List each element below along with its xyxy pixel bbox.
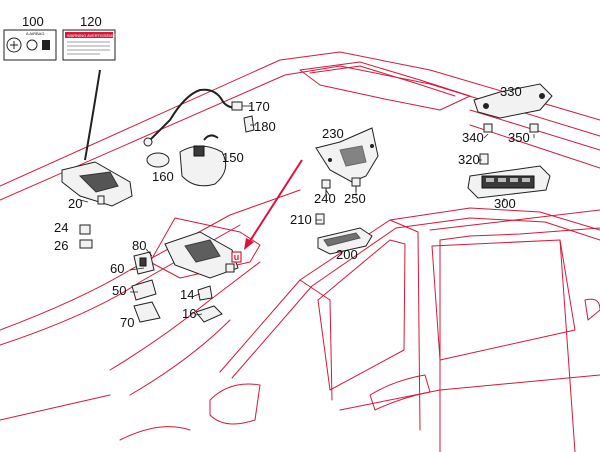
cable-170[interactable]: [143, 88, 243, 147]
pointer-arrow: [244, 159, 303, 250]
callout-100: 100: [22, 14, 44, 29]
callout-labels: 100 120 170 180 150 160 20 24 26 80 60 5…: [22, 14, 530, 330]
visor-clip-26[interactable]: [79, 239, 93, 249]
callout-70: 70: [120, 315, 134, 330]
callout-250: 250: [344, 191, 366, 206]
callout-300: 300: [494, 196, 516, 211]
callout-320: 320: [458, 152, 480, 167]
callout-240: 240: [314, 191, 336, 206]
leader-lines: [79, 105, 535, 316]
callout-14: 14: [180, 287, 194, 302]
bracket-330[interactable]: [473, 83, 553, 119]
sun-visor-right[interactable]: [164, 231, 239, 279]
warning-label-120: WARNING AVERTISSEMENT: [62, 29, 121, 61]
callout-350: 350: [508, 130, 530, 145]
callout-20: 20: [68, 196, 82, 211]
microphone-150[interactable]: [179, 134, 227, 187]
highlight-marker[interactable]: u: [231, 251, 242, 263]
visor-clip-14[interactable]: [197, 285, 213, 301]
callout-150: 150: [222, 150, 244, 165]
callout-210: 210: [290, 212, 312, 227]
cover-160[interactable]: [146, 152, 170, 168]
callout-50: 50: [112, 283, 126, 298]
callout-120: 120: [80, 14, 102, 29]
svg-text:WARNING AVERTISSEMENT: WARNING AVERTISSEMENT: [67, 33, 121, 38]
vehicle-outline: [0, 51, 600, 452]
callout-340: 340: [462, 130, 484, 145]
overhead-console-300[interactable]: [467, 165, 551, 199]
screw-350[interactable]: [529, 123, 539, 133]
grab-handle-200[interactable]: [317, 227, 373, 255]
screw-340[interactable]: [483, 123, 493, 133]
callout-16: 16: [182, 306, 196, 321]
screw-240[interactable]: [321, 179, 331, 194]
callout-80: 80: [132, 238, 146, 253]
grommet-180[interactable]: [243, 115, 255, 133]
visor-cover-70[interactable]: [133, 301, 161, 323]
callout-60: 60: [110, 261, 124, 276]
connector-320[interactable]: [479, 153, 489, 165]
sun-visor-left[interactable]: [61, 69, 133, 207]
airbag-info-label-100: A AIRBAG: [3, 29, 57, 61]
visor-bracket-50[interactable]: [131, 279, 157, 301]
highlight-marker-text: u: [234, 252, 240, 262]
callout-160: 160: [152, 169, 174, 184]
visor-clip-24[interactable]: [79, 224, 91, 235]
callout-200: 200: [336, 247, 358, 262]
visor-clip-16[interactable]: [195, 305, 223, 323]
bracket-230[interactable]: [315, 127, 379, 183]
clip-210[interactable]: [315, 213, 325, 225]
callout-26: 26: [54, 238, 68, 253]
screw-250[interactable]: [351, 177, 361, 192]
svg-text:A AIRBAG: A AIRBAG: [26, 31, 44, 36]
callout-230: 230: [322, 126, 344, 141]
callout-170: 170: [248, 99, 270, 114]
callout-330: 330: [500, 84, 522, 99]
callout-180: 180: [254, 119, 276, 134]
callout-24: 24: [54, 220, 68, 235]
